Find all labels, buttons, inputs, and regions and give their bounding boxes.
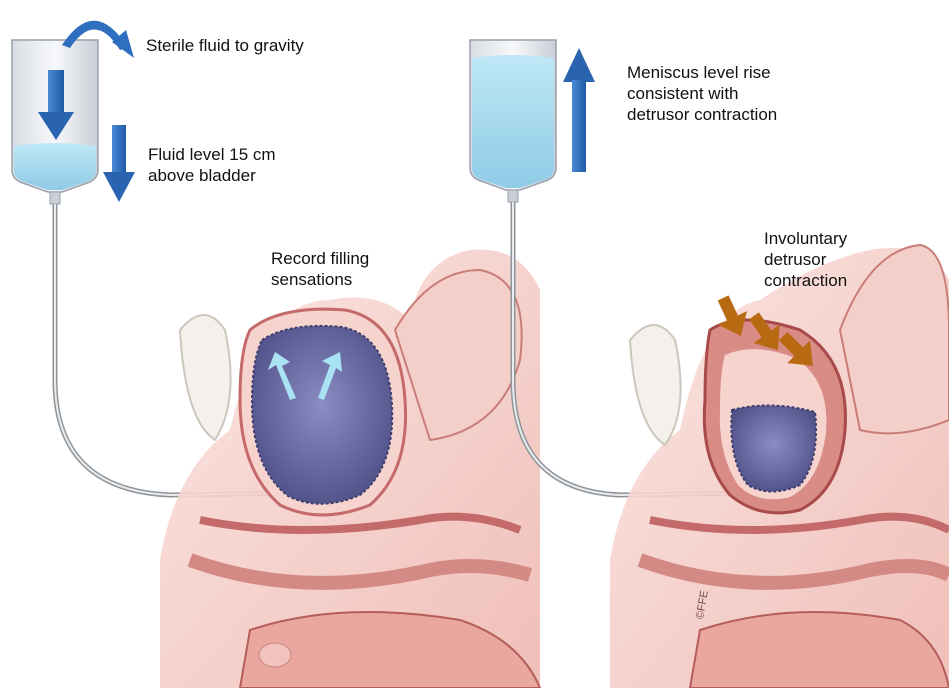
meniscus-rise-label: Meniscus level rise consistent with detr…	[627, 62, 777, 125]
record-filling-label: Record filling sensations	[271, 248, 369, 290]
left-bladder-filled	[252, 326, 392, 504]
fluid-level-down-arrow-icon	[103, 125, 135, 202]
sterile-fluid-label: Sterile fluid to gravity	[146, 35, 304, 56]
right-pelvic-anatomy	[610, 245, 949, 688]
fluid-level-label: Fluid level 15 cm above bladder	[148, 144, 276, 186]
right-fluid-bag	[470, 40, 556, 202]
left-panel	[12, 21, 540, 688]
right-fluid-level	[472, 55, 554, 188]
left-pelvic-anatomy	[160, 250, 540, 688]
involuntary-contraction-label: Involuntary detrusor contraction	[764, 228, 847, 291]
meniscus-rise-arrow-icon	[563, 48, 595, 172]
right-bladder-contracted	[731, 405, 816, 491]
